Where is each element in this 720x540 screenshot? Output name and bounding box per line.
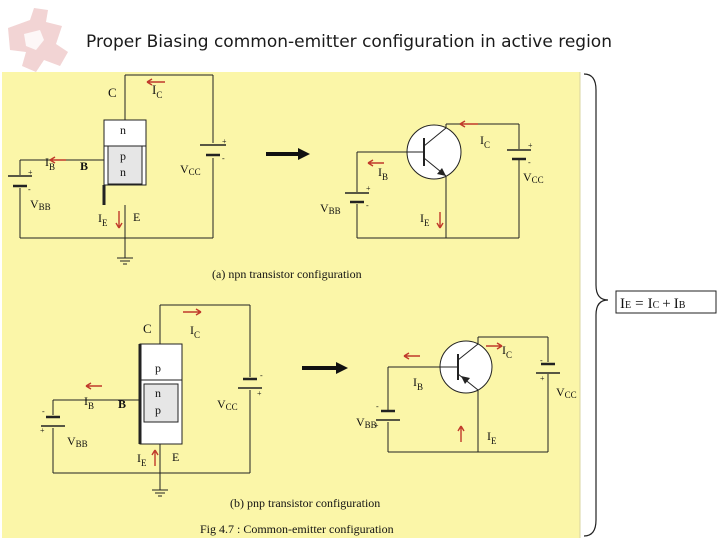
npn-symbol-vbb-minus: -	[366, 201, 369, 210]
pnp-symbol-ic-label: IC	[502, 343, 512, 360]
npn-vcc-minus: -	[222, 154, 225, 163]
npn-layer-bot: n	[120, 165, 126, 179]
pnp-symbol-ib-arrow	[403, 352, 420, 360]
npn-caption: (a) npn transistor configuration	[212, 267, 362, 281]
npn-layer-mid: p	[120, 149, 126, 163]
npn-vbb-minus: -	[28, 185, 31, 194]
pnp-ib-arrow	[85, 382, 102, 390]
npn-ground-symbol	[117, 257, 133, 265]
npn-symbol-vcc-battery	[507, 149, 531, 161]
pnp-symbol-collector	[457, 343, 479, 361]
equation-text: IE=IC+IB	[620, 296, 686, 312]
npn-symbol-vbb-label: VBB	[320, 201, 341, 216]
pnp-ie-arrow	[151, 449, 159, 466]
equation-box	[615, 290, 717, 314]
pnp-symbol-vcc-minus: -	[540, 356, 543, 365]
npn-base-label: B	[80, 159, 88, 173]
pnp-symbol-vbb-plus: +	[374, 421, 379, 430]
pnp-layer-mid: n	[155, 386, 161, 400]
pnp-caption: (b) pnp transistor configuration	[230, 496, 380, 510]
pnp-equivalence-arrow	[302, 362, 348, 374]
pnp-block-diagram	[52, 304, 251, 490]
npn-ie-arrow	[115, 211, 123, 229]
npn-symbol-collector	[423, 127, 447, 147]
pnp-symbol-vbb-minus: -	[376, 402, 379, 411]
npn-symbol-ic-arrow	[459, 120, 478, 128]
pnp-vbb-minus: -	[42, 407, 45, 416]
npn-base-plate	[107, 145, 143, 185]
pnp-symbol-vcc-plus: +	[540, 374, 545, 383]
npn-symbol-emitter-arrowhead	[437, 168, 446, 176]
npn-ic-arrow	[146, 78, 165, 86]
pnp-vcc-plus: +	[257, 389, 262, 398]
npn-ie-label: IE	[98, 211, 108, 228]
figure-panel	[2, 72, 580, 538]
pnp-base-plate	[143, 383, 179, 423]
pnp-symbol-ib-label: IB	[413, 375, 423, 392]
npn-ic-label: IC	[152, 82, 162, 100]
pnp-layer-bot: p	[155, 403, 161, 417]
pnp-ic-label: IC	[190, 323, 200, 340]
npn-vbb-battery	[8, 175, 32, 188]
npn-symbol-ie-arrow	[436, 212, 444, 229]
pnp-vbb-label: VBB	[67, 434, 88, 449]
pnp-vbb-battery	[41, 415, 65, 427]
npn-symbol-ie-label: IE	[420, 211, 430, 228]
npn-ib-label: IB	[45, 155, 55, 172]
pnp-ib-label: IB	[84, 394, 94, 411]
pnp-layer-top: p	[155, 361, 161, 375]
npn-symbol-vbb-battery	[345, 192, 369, 204]
npn-equivalence-arrow	[266, 148, 310, 160]
pnp-collector-label: C	[143, 321, 152, 336]
pnp-symbol-emitter-arrowhead	[461, 376, 470, 384]
npn-emitter-label: E	[133, 210, 140, 224]
npn-vcc-plus: +	[222, 137, 227, 146]
pnp-symbol-vbb-label: VBB	[356, 415, 377, 430]
pnp-symbol-vbb-battery	[376, 409, 400, 421]
pnp-vcc-minus: -	[260, 371, 263, 380]
pnp-vbb-plus: +	[40, 426, 45, 435]
pnp-symbol-ie-arrow	[457, 425, 465, 442]
pnp-base-label: B	[118, 397, 126, 411]
npn-symbol-vcc-label: VCC	[523, 170, 544, 185]
npn-symbol-vcc-plus: +	[528, 141, 533, 150]
pnp-symbol-vcc-battery	[536, 362, 560, 374]
npn-symbol-ib-arrow	[367, 159, 384, 167]
npn-ib-arrow	[49, 156, 66, 164]
pnp-ground-symbol	[152, 489, 168, 497]
npn-vcc-battery	[200, 144, 226, 157]
slide-title: Proper Biasing common-emitter configurat…	[86, 32, 612, 52]
npn-symbol-ib-label: IB	[378, 165, 388, 182]
npn-vbb-plus: +	[28, 168, 33, 177]
pnp-emitter-label: E	[172, 450, 179, 464]
npn-collector-label: C	[108, 85, 117, 100]
figure-caption: Fig 4.7 : Common-emitter configuration	[200, 522, 394, 536]
pnp-vcc-label: VCC	[217, 397, 238, 412]
npn-vbb-label: VBB	[30, 197, 51, 212]
pnp-ie-label: IE	[137, 451, 147, 468]
pnp-symbol-ie-label: IE	[487, 429, 497, 446]
pnp-symbol-ic-arrow	[486, 342, 503, 350]
npn-symbol-ic-label: IC	[480, 133, 490, 150]
npn-layer-top: n	[120, 123, 126, 137]
pnp-ic-arrow	[183, 308, 202, 316]
npn-vcc-label: VCC	[180, 162, 201, 177]
pnp-symbol-vcc-label: VCC	[556, 385, 577, 400]
npn-symbol-circuit	[356, 123, 520, 239]
institution-logo	[8, 8, 68, 72]
right-curly-brace	[583, 73, 609, 537]
pnp-vcc-battery	[238, 377, 262, 389]
npn-symbol-vcc-minus: -	[528, 158, 531, 167]
npn-symbol-vbb-plus: +	[366, 184, 371, 193]
logo-inner-shape	[24, 30, 44, 50]
